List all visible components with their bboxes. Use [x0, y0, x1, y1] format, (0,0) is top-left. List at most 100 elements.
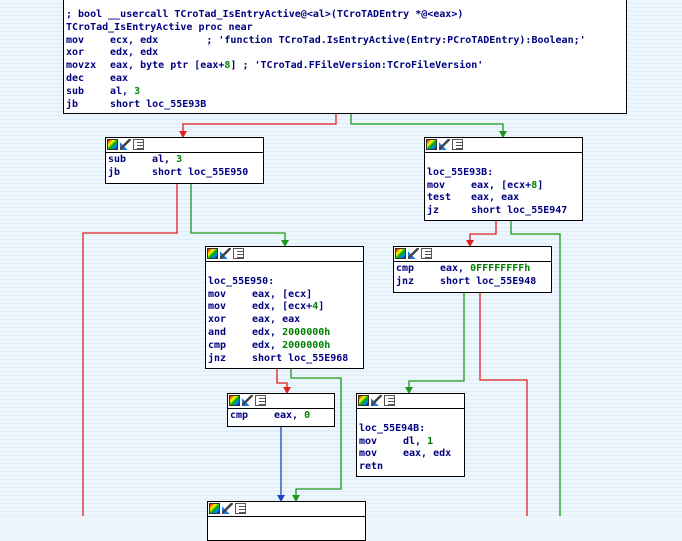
- asm-operand: eax,: [274, 410, 305, 421]
- arrowhead: [405, 387, 413, 394]
- block-header: [208, 502, 365, 517]
- asm-text: loc_55E93B:: [427, 166, 494, 178]
- asm-mnemonic: xor: [208, 314, 227, 326]
- asm-line: [359, 410, 462, 423]
- asm-mnemonic: cmp: [230, 410, 249, 421]
- asm-line: [208, 263, 361, 276]
- graph-overview-icon[interactable]: [371, 395, 382, 406]
- asm-operand: eax,: [440, 263, 471, 274]
- asm-mnemonic: jnz: [396, 275, 415, 287]
- code-block-entry[interactable]: ; bool __usercall TCroTad_IsEntryActive@…: [63, 0, 627, 114]
- asm-operand: short loc_55E950: [152, 166, 249, 178]
- graph-overview-icon[interactable]: [222, 503, 233, 514]
- asm-immediate: 1: [427, 435, 434, 447]
- color-palette-icon[interactable]: [209, 503, 220, 514]
- asm-immediate: 8: [224, 60, 231, 72]
- asm-immediate: 0FFFFFFFFh: [470, 263, 531, 274]
- asm-operand: eax, byte ptr [eax+: [110, 60, 225, 72]
- asm-mnemonic: mov: [208, 288, 227, 300]
- block-header: [394, 247, 551, 262]
- asm-mnemonic: dec: [66, 72, 85, 84]
- asm-line: loc_55E950:: [208, 276, 361, 289]
- asm-line: [427, 154, 580, 167]
- asm-mnemonic: movzx: [66, 60, 97, 72]
- asm-immediate: 3: [176, 154, 183, 165]
- asm-operand: al,: [110, 85, 135, 97]
- block-header: [106, 138, 263, 153]
- asm-operand: short loc_55E947: [471, 205, 568, 217]
- graph-overview-icon[interactable]: [220, 248, 231, 259]
- color-palette-icon[interactable]: [358, 395, 369, 406]
- text-view-icon[interactable]: [235, 503, 246, 514]
- edge-b1-left: [82, 184, 178, 516]
- code-block-bottom[interactable]: [207, 501, 366, 541]
- asm-text: loc_55E950:: [208, 275, 275, 287]
- asm-mnemonic: jnz: [208, 352, 227, 364]
- asm-line: xor eax, eax: [208, 314, 361, 327]
- asm-line: ; bool __usercall TCroTad_IsEntryActive@…: [66, 9, 624, 22]
- asm-line: loc_55E94B:: [359, 423, 462, 436]
- block-header: [206, 247, 363, 262]
- text-view-icon[interactable]: [133, 139, 144, 150]
- asm-mnemonic: xor: [66, 47, 85, 59]
- asm-mnemonic: mov: [359, 435, 378, 447]
- graph-overview-icon[interactable]: [439, 139, 450, 150]
- asm-operand: eax, eax: [252, 314, 301, 326]
- asm-text: ; bool __usercall TCroTad_IsEntryActive@…: [66, 9, 464, 20]
- graph-overview-icon[interactable]: [120, 139, 131, 150]
- asm-mnemonic: cmp: [396, 263, 415, 274]
- block-header: [228, 394, 334, 409]
- asm-operand: short loc_55E93B: [110, 98, 207, 110]
- asm-text: retn: [359, 461, 384, 473]
- asm-operand: ecx, edx: [110, 34, 159, 46]
- asm-mnemonic: jz: [427, 205, 440, 217]
- asm-mnemonic: mov: [359, 448, 378, 460]
- asm-operand: eax, eax: [471, 192, 520, 204]
- asm-operand: edx,: [252, 339, 283, 351]
- color-palette-icon[interactable]: [426, 139, 437, 150]
- asm-text: TCroTad_IsEntryActive proc near: [66, 21, 253, 33]
- graph-overview-icon[interactable]: [242, 395, 253, 406]
- arrowhead: [283, 387, 291, 394]
- asm-operand: edx, edx: [110, 47, 159, 59]
- text-view-icon[interactable]: [255, 395, 266, 406]
- text-view-icon[interactable]: [233, 248, 244, 259]
- text-view-icon[interactable]: [452, 139, 463, 150]
- arrowhead: [466, 240, 474, 247]
- asm-line: jb short loc_55E93B: [66, 99, 624, 112]
- asm-operand-tail: ]: [318, 301, 325, 313]
- asm-mnemonic: jb: [66, 98, 79, 110]
- edge-entry-b2: [350, 114, 504, 137]
- color-palette-icon[interactable]: [207, 248, 218, 259]
- text-view-icon[interactable]: [421, 248, 432, 259]
- graph-overview-icon[interactable]: [408, 248, 419, 259]
- asm-immediate: 4: [312, 301, 319, 313]
- asm-operand: eax: [110, 72, 129, 84]
- arrowhead: [277, 495, 285, 502]
- color-palette-icon[interactable]: [107, 139, 118, 150]
- color-palette-icon[interactable]: [229, 395, 240, 406]
- text-view-icon[interactable]: [384, 395, 395, 406]
- asm-mnemonic: mov: [66, 34, 85, 46]
- asm-line: cmp eax, 0FFFFFFFFh: [396, 263, 549, 276]
- asm-immediate: 3: [134, 85, 141, 97]
- arrowhead: [281, 240, 289, 247]
- asm-line: TCroTad_IsEntryActive proc near: [66, 22, 624, 35]
- asm-line: jnz short loc_55E968: [208, 353, 361, 366]
- color-palette-icon[interactable]: [395, 248, 406, 259]
- asm-operand: short loc_55E968: [252, 352, 349, 364]
